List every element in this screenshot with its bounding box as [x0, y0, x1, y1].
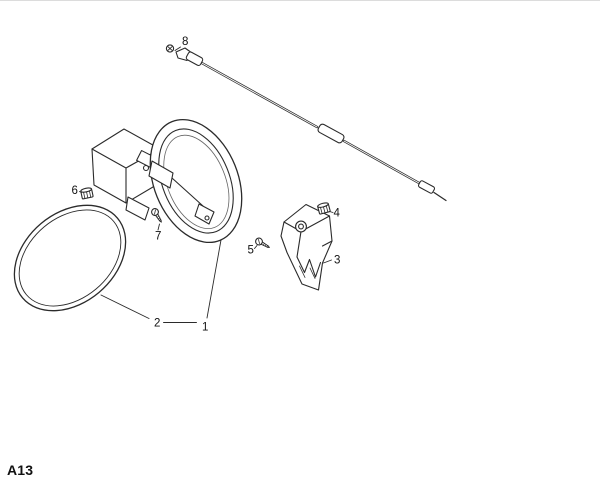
gasket-outer-edge: [13, 204, 127, 312]
screw-part-7: [151, 208, 162, 223]
leader-8: [174, 46, 181, 51]
bracket-step-edge: [321, 240, 333, 247]
linkage-rod: [171, 177, 204, 207]
nut-part-6: [80, 187, 94, 200]
cable-mid-barrel: [317, 123, 345, 144]
latch-hole: [204, 215, 210, 221]
bracket-ribs: [299, 265, 316, 279]
leader-4: [329, 211, 334, 213]
gasket-ring-part: [13, 204, 127, 312]
screw-part-5: [255, 237, 270, 248]
callout-label-7: 7: [155, 231, 161, 243]
callout-label-8: 8: [182, 36, 188, 48]
leader-6: [79, 191, 82, 193]
cable-top-ferrule: [185, 51, 204, 66]
flap-door-edge: [163, 134, 230, 230]
housing-lower-tab: [125, 196, 150, 221]
callout-label-2: 2: [154, 318, 160, 330]
leader-7: [157, 223, 160, 231]
mounting-bracket-part: [280, 203, 333, 291]
callout-label-1: 1: [202, 322, 208, 334]
hinge-arm: [148, 160, 174, 189]
callout-leader-lines: [79, 46, 334, 323]
top-divider: [0, 0, 600, 1]
leader-5: [254, 245, 258, 249]
callout-label-3: 3: [334, 255, 340, 267]
figure-code: A13: [7, 462, 34, 478]
bracket-mount-hole: [295, 220, 307, 233]
bracket-snap-prongs: [296, 256, 322, 278]
callout-label-6: 6: [72, 185, 78, 197]
cable-end-tip: [433, 191, 447, 202]
fuel-flap-housing-part: [91, 118, 243, 244]
leader-3: [323, 259, 332, 264]
cable-run-lower-highlight: [343, 140, 420, 184]
cable-clip-assembly: [165, 44, 204, 66]
gasket-inner-edge: [18, 209, 122, 307]
callout-label-4: 4: [334, 208, 341, 220]
cable-end-ferrule: [417, 180, 436, 194]
cable-run-upper-highlight: [199, 61, 318, 128]
leader-1: [206, 239, 222, 319]
bracket-body: [280, 203, 333, 291]
leader-2: [100, 294, 150, 319]
nut-part-4: [317, 202, 331, 215]
bracket-mount-hole-center: [298, 223, 304, 230]
callout-label-5: 5: [248, 245, 254, 257]
release-cable-part: [165, 44, 447, 202]
